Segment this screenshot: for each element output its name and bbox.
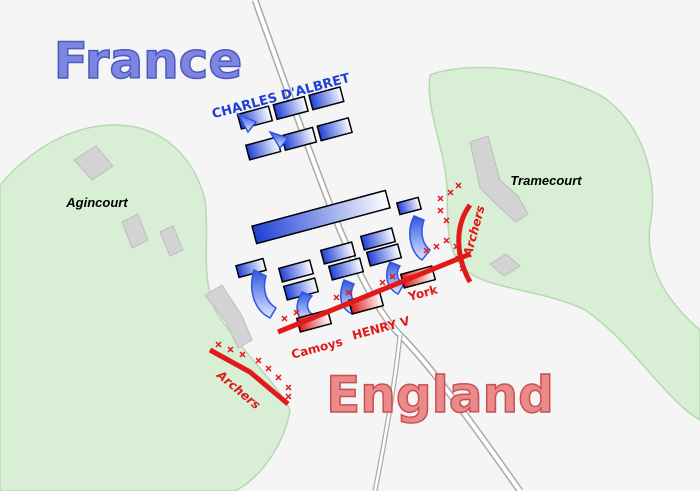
french-unit xyxy=(272,95,309,121)
french-unit xyxy=(395,196,423,216)
woods-tramecourt xyxy=(428,66,700,421)
archer-line-east xyxy=(456,203,473,284)
attack-arrow xyxy=(250,268,278,319)
french-rear-units xyxy=(236,86,353,161)
woods-agincourt xyxy=(0,124,291,491)
stake-crosses xyxy=(215,182,466,400)
french-unit xyxy=(308,86,345,111)
buildings xyxy=(73,135,529,349)
attack-arrow xyxy=(236,112,258,134)
place-label-tramecourt: Tramecourt xyxy=(510,173,582,188)
french-unit xyxy=(319,241,357,265)
french-unit xyxy=(327,257,365,281)
region-label-england: England xyxy=(326,366,554,424)
attack-arrow xyxy=(268,130,290,150)
french-unit xyxy=(359,227,397,251)
place-label-agincourt: Agincourt xyxy=(65,195,128,210)
french-unit xyxy=(316,116,353,142)
archer-line-west xyxy=(208,347,290,406)
french-main-line xyxy=(251,189,391,245)
english-line xyxy=(208,203,473,406)
french-unit xyxy=(277,259,315,283)
french-unit xyxy=(365,243,403,267)
region-label-france: France xyxy=(54,32,243,90)
french-front-units xyxy=(235,196,423,301)
